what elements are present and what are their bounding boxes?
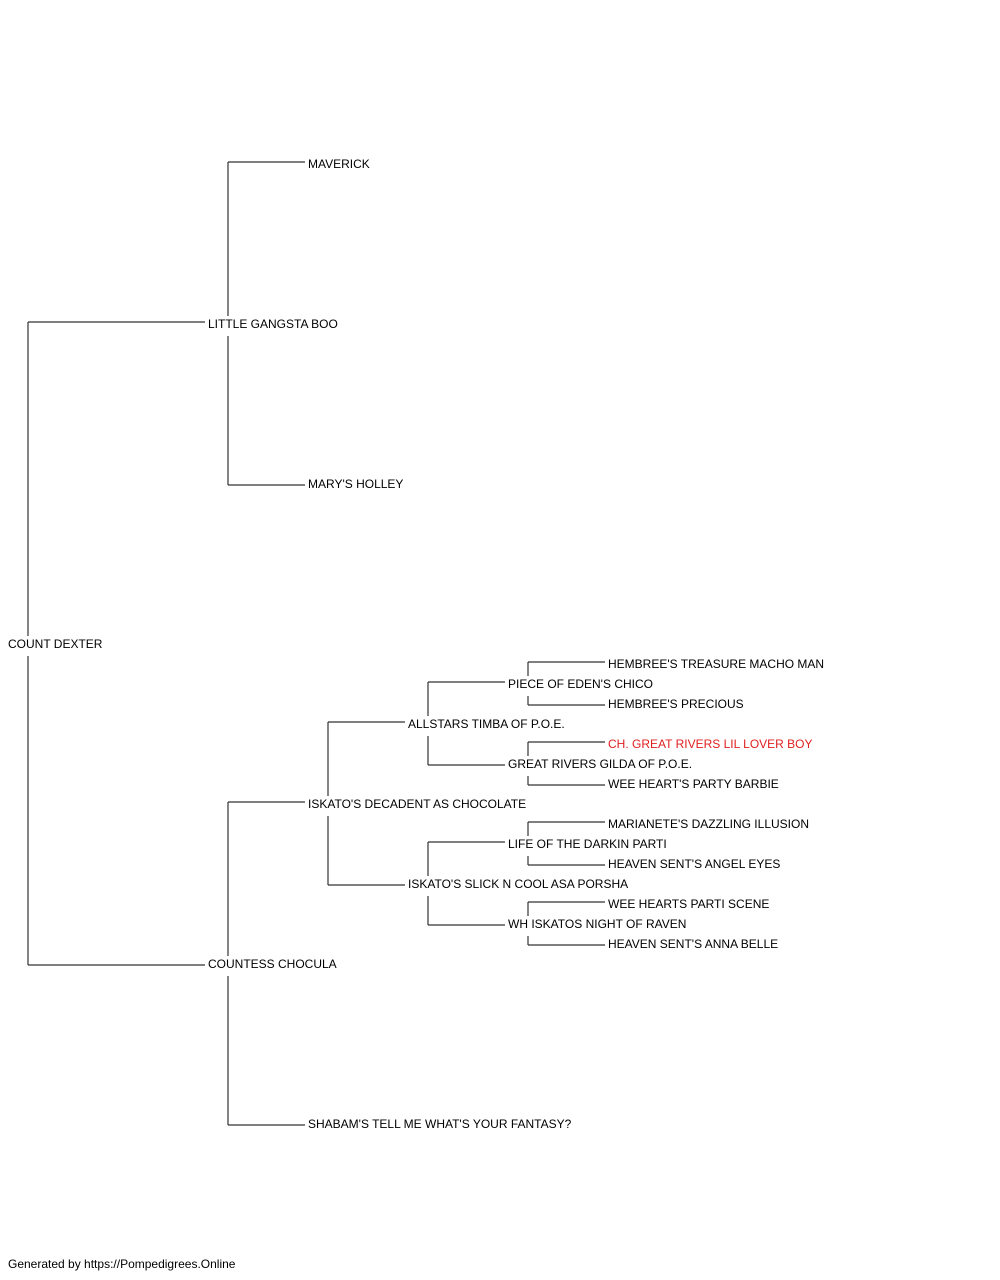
generated-by-footer: Generated by https://Pompedigrees.Online xyxy=(8,1257,236,1271)
great-granddam-2-name: WH ISKATOS NIGHT OF RAVEN xyxy=(508,917,687,931)
great-grandsire-2-name: LIFE OF THE DARKIN PARTI xyxy=(508,837,667,851)
ancestor-name: WEE HEART'S PARTY BARBIE xyxy=(608,777,779,791)
champion-ancestor-name: CH. GREAT RIVERS LIL LOVER BOY xyxy=(608,737,813,751)
sire-dam-name: MARY'S HOLLEY xyxy=(308,477,404,491)
dam-sire-name: ISKATO'S DECADENT AS CHOCOLATE xyxy=(308,797,527,811)
dam-dam-name: SHABAM'S TELL ME WHAT'S YOUR FANTASY? xyxy=(308,1117,572,1131)
great-grandsire-1-name: PIECE OF EDEN'S CHICO xyxy=(508,677,653,691)
dam-sire-dam-name: ISKATO'S SLICK N COOL ASA PORSHA xyxy=(408,877,629,891)
dam-name: COUNTESS CHOCULA xyxy=(208,957,337,971)
subject-name: COUNT DEXTER xyxy=(8,637,103,651)
ancestor-name: HEAVEN SENT'S ANGEL EYES xyxy=(608,857,781,871)
ancestor-name: HEAVEN SENT'S ANNA BELLE xyxy=(608,937,779,951)
ancestor-name: WEE HEARTS PARTI SCENE xyxy=(608,897,770,911)
ancestor-name: HEMBREE'S TREASURE MACHO MAN xyxy=(608,657,825,671)
ancestor-name: MARIANETE'S DAZZLING ILLUSION xyxy=(608,817,809,831)
dam-sire-sire-name: ALLSTARS TIMBA OF P.O.E. xyxy=(408,717,565,731)
sire-name: LITTLE GANGSTA BOO xyxy=(208,317,338,331)
great-granddam-1-name: GREAT RIVERS GILDA OF P.O.E. xyxy=(508,757,693,771)
sire-sire-name: MAVERICK xyxy=(308,157,370,171)
ancestor-name: HEMBREE'S PRECIOUS xyxy=(608,697,744,711)
